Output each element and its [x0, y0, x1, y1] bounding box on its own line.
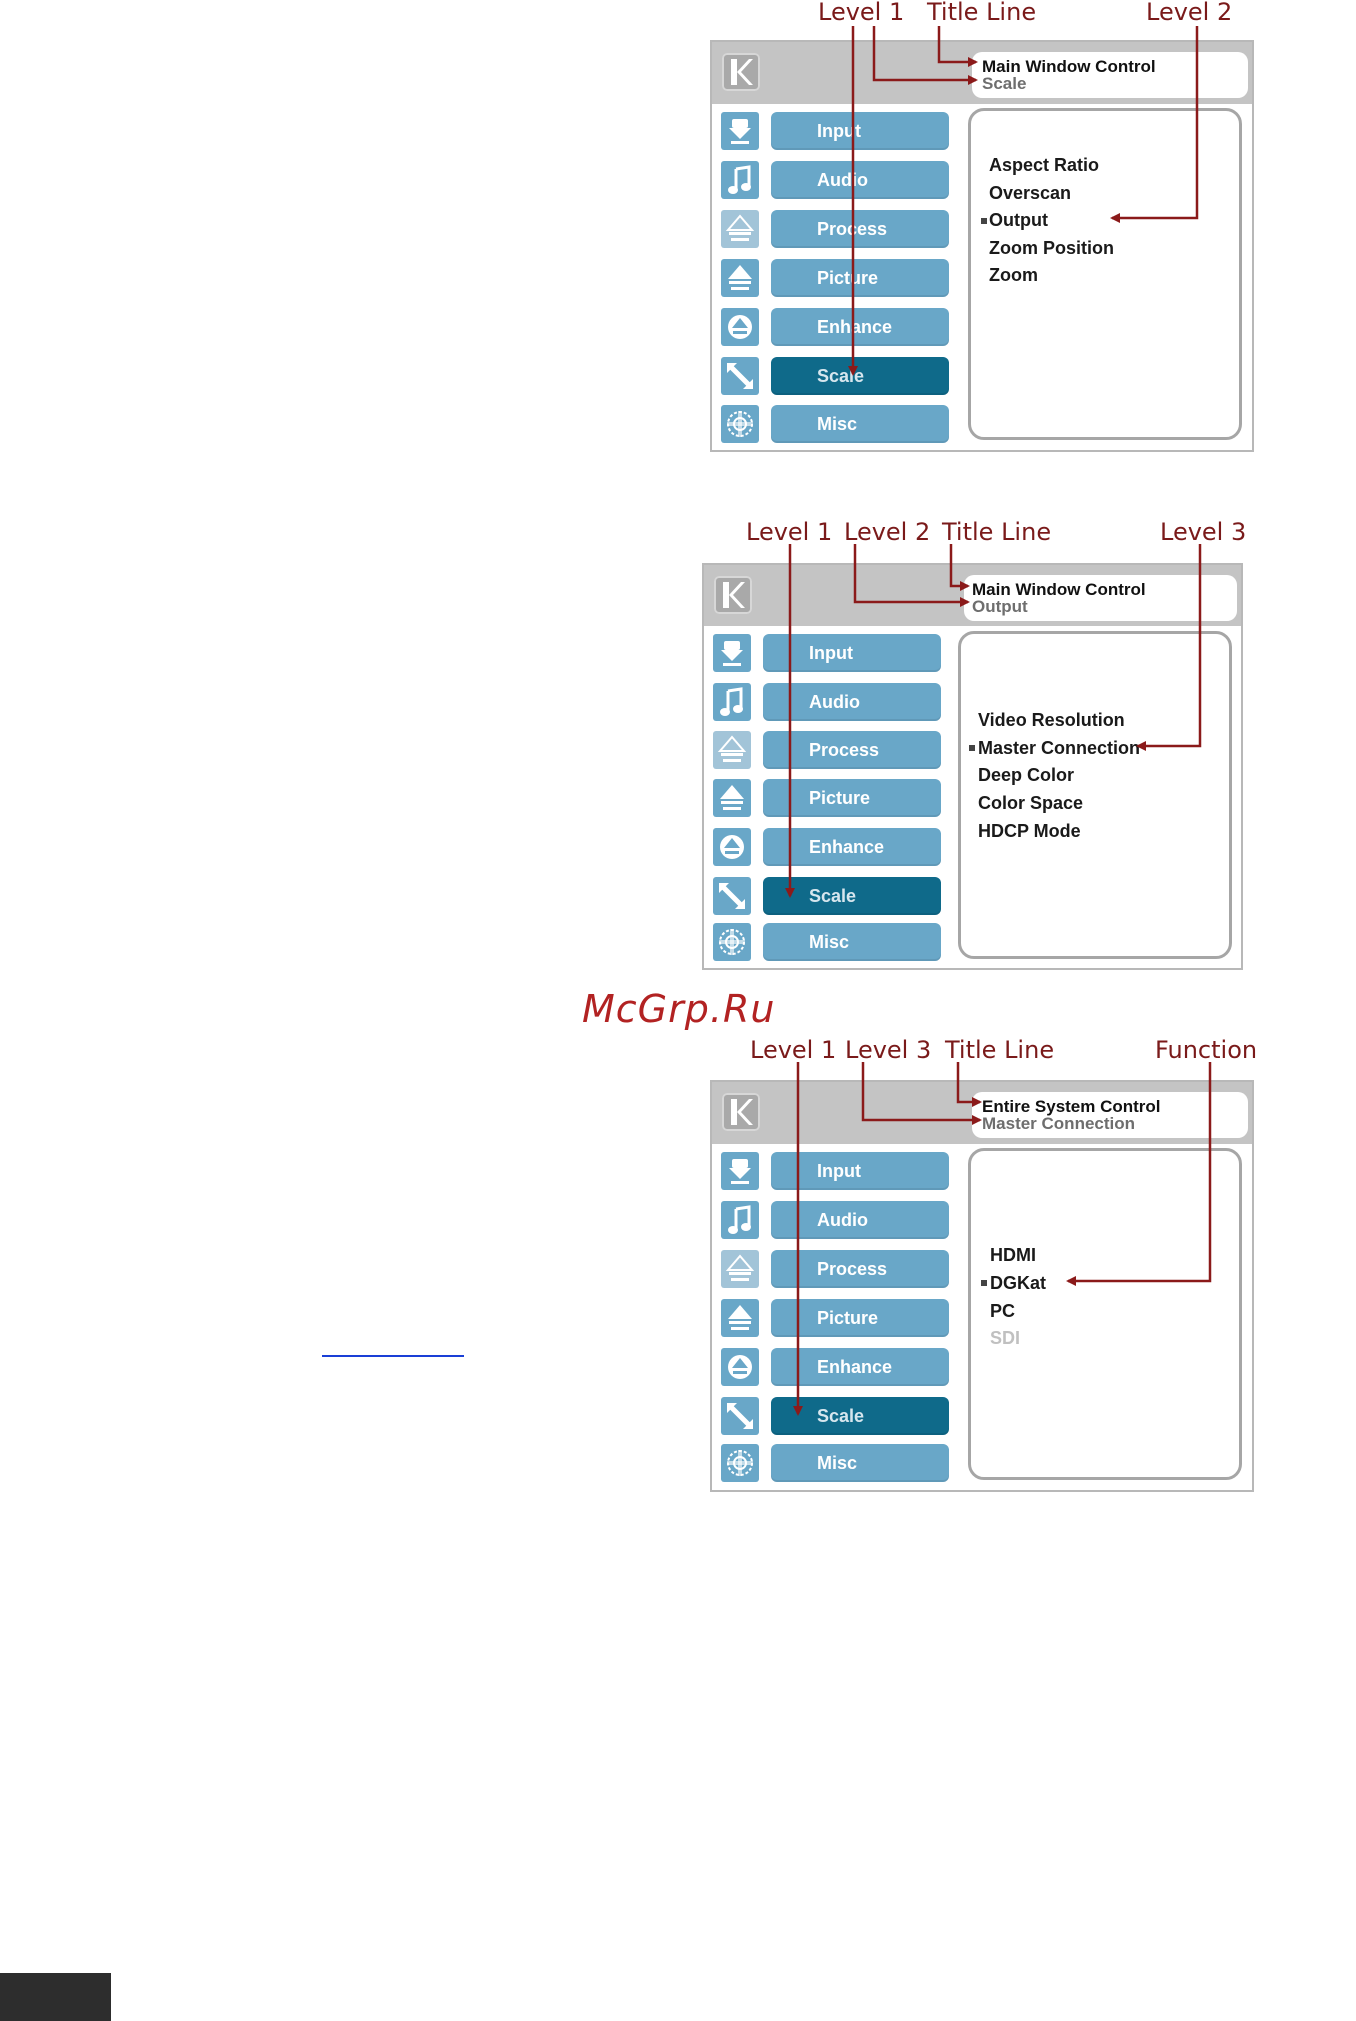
nav-enhance[interactable]: Enhance — [771, 308, 949, 346]
nav-audio[interactable]: Audio — [771, 1201, 949, 1239]
nav-process[interactable]: Process — [763, 731, 941, 769]
input-icon[interactable] — [721, 1152, 759, 1190]
process-icon[interactable] — [721, 1250, 759, 1288]
menu-item[interactable]: Video Resolution — [978, 710, 1125, 730]
misc-icon[interactable] — [713, 923, 751, 961]
annotation-title-line: Title Line — [945, 1036, 1055, 1064]
misc-icon[interactable] — [721, 1444, 759, 1482]
osd-panel-2: Main Window Control Output Input Audio P… — [702, 563, 1243, 970]
audio-note-icon[interactable] — [713, 683, 751, 721]
menu-item[interactable]: Color Space — [978, 793, 1084, 813]
osd-header: Entire System Control Master Connection — [712, 1082, 1252, 1144]
scale-icon[interactable] — [721, 357, 759, 395]
menu-item-selected[interactable]: Output — [989, 210, 1048, 230]
title-line-1: Main Window Control — [982, 57, 1156, 76]
annotation-level-2: Level 2 — [1146, 0, 1233, 26]
annotation-function: Function — [1155, 1036, 1258, 1064]
nav-process[interactable]: Process — [771, 210, 949, 248]
nav-audio[interactable]: Audio — [763, 683, 941, 721]
picture-icon[interactable] — [721, 259, 759, 297]
scale-icon[interactable] — [713, 877, 751, 915]
menu-item[interactable]: Zoom — [989, 265, 1038, 285]
title-line-2: Output — [972, 597, 1028, 616]
annotation-level-1: Level 1 — [818, 0, 905, 26]
nav-picture[interactable]: Picture — [771, 1299, 949, 1337]
picture-icon[interactable] — [713, 779, 751, 817]
menu-item[interactable]: Deep Color — [978, 765, 1075, 785]
nav-picture[interactable]: Picture — [771, 259, 949, 297]
annotation-level-3: Level 3 — [845, 1036, 932, 1064]
annotation-level-1: Level 1 — [746, 518, 833, 546]
title-line: Main Window Control Output — [964, 575, 1237, 621]
title-line: Entire System Control Master Connection — [972, 1092, 1248, 1138]
title-line-2: Master Connection — [982, 1114, 1136, 1133]
nav-scale[interactable]: Scale — [763, 877, 941, 915]
annotation-level-1: Level 1 — [750, 1036, 837, 1064]
kramer-logo-icon — [722, 1093, 760, 1131]
osd-panel-3: Entire System Control Master Connection … — [710, 1080, 1254, 1492]
picture-icon[interactable] — [721, 1299, 759, 1337]
process-icon[interactable] — [713, 731, 751, 769]
nav-misc[interactable]: Misc — [763, 923, 941, 961]
nav-scale[interactable]: Scale — [771, 357, 949, 395]
nav-misc[interactable]: Misc — [771, 1444, 949, 1482]
title-line: Main Window Control Scale — [972, 52, 1248, 98]
page-footer-tab — [0, 1973, 111, 2021]
annotation-level-2: Level 2 — [844, 518, 931, 546]
nav-audio[interactable]: Audio — [771, 161, 949, 199]
input-icon[interactable] — [721, 112, 759, 150]
menu-item-disabled: SDI — [990, 1328, 1021, 1348]
nav-picture[interactable]: Picture — [763, 779, 941, 817]
watermark: McGrp.Ru — [582, 987, 776, 1031]
osd-panel-1: Main Window Control Scale Input Audio Pr… — [710, 40, 1254, 452]
selection-marker — [981, 218, 987, 224]
menu-list: Video Resolution Master Connection Deep … — [958, 631, 1232, 959]
menu-item[interactable]: Aspect Ratio — [989, 155, 1100, 175]
menu-item-selected[interactable]: Master Connection — [978, 738, 1141, 758]
input-icon[interactable] — [713, 634, 751, 672]
menu-list: Aspect Ratio Overscan Output Zoom Positi… — [968, 108, 1242, 440]
title-line-1: Entire System Control — [982, 1097, 1161, 1116]
nav-misc[interactable]: Misc — [771, 405, 949, 443]
osd-header: Main Window Control Output — [704, 565, 1241, 626]
nav-enhance[interactable]: Enhance — [771, 1348, 949, 1386]
nav-process[interactable]: Process — [771, 1250, 949, 1288]
enhance-icon[interactable] — [721, 308, 759, 346]
menu-item[interactable]: Zoom Position — [989, 238, 1114, 258]
selection-marker — [981, 1280, 987, 1286]
nav-scale[interactable]: Scale — [771, 1397, 949, 1435]
osd-header: Main Window Control Scale — [712, 42, 1252, 104]
process-icon[interactable] — [721, 210, 759, 248]
menu-list: HDMI DGKat PC SDI — [968, 1148, 1242, 1480]
nav-input[interactable]: Input — [771, 1152, 949, 1190]
menu-item[interactable]: Overscan — [989, 183, 1072, 203]
enhance-icon[interactable] — [713, 828, 751, 866]
menu-item-selected[interactable]: DGKat — [990, 1273, 1047, 1293]
selection-marker — [969, 745, 975, 751]
misc-icon[interactable] — [721, 405, 759, 443]
enhance-icon[interactable] — [721, 1348, 759, 1386]
title-line-1: Main Window Control — [972, 580, 1146, 599]
title-line-2: Scale — [982, 74, 1027, 93]
audio-note-icon[interactable] — [721, 161, 759, 199]
nav-input[interactable]: Input — [763, 634, 941, 672]
menu-item[interactable]: PC — [990, 1301, 1016, 1321]
annotation-title-line: Title Line — [942, 518, 1052, 546]
annotation-title-line: Title Line — [927, 0, 1037, 26]
audio-note-icon[interactable] — [721, 1201, 759, 1239]
menu-item[interactable]: HDMI — [990, 1245, 1036, 1265]
nav-enhance[interactable]: Enhance — [763, 828, 941, 866]
annotation-level-3: Level 3 — [1160, 518, 1247, 546]
scale-icon[interactable] — [721, 1397, 759, 1435]
kramer-logo-icon — [722, 53, 760, 91]
menu-item[interactable]: HDCP Mode — [978, 821, 1081, 841]
kramer-logo-icon — [714, 576, 752, 614]
hyperlink-underline[interactable] — [322, 1355, 464, 1357]
nav-input[interactable]: Input — [771, 112, 949, 150]
